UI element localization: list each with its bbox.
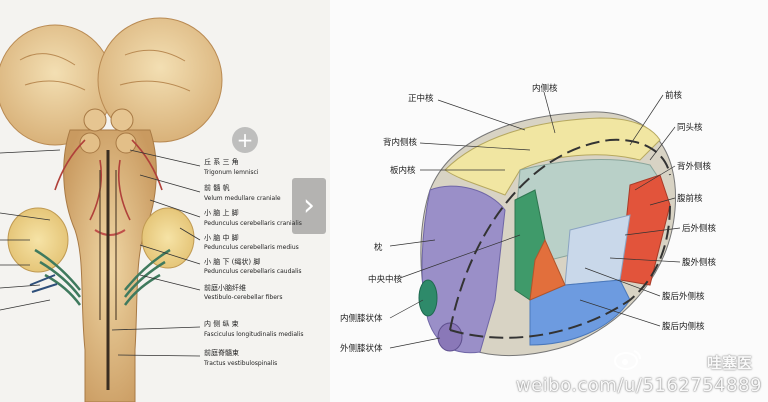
label-en-0: Trigonum lemnisci [203,169,259,176]
brainstem-body [63,129,157,402]
label-ban-nei: 板内核 [390,165,416,176]
ventral-posterior-region [529,279,631,346]
label-cn-1: 前 髓 帆 [204,183,229,192]
label-cn-3: 小 脑 中 脚 [204,233,239,242]
label-en-3: Pedunculus cerebellaris medius [204,244,299,251]
vestibular-fibers-right [123,248,171,306]
next-image-button[interactable]: › [292,178,326,234]
red-center-strip [529,238,566,301]
label-fu-wai-ce: 腹外侧核 [682,257,717,268]
anterior-nuclear-group [444,117,661,196]
label-qian: 前核 [665,90,683,101]
fourth-ventricle-vessels [94,229,126,236]
outer-lamina-dashed [449,204,671,339]
brainstem-illustration: 丘 系 三 角 Trigonum lemnisci 前 髓 帆 Velum me… [0,17,304,402]
weibo-logo-icon [614,350,641,370]
label-zhong-yang-zhong: 中央中核 [368,274,403,285]
label-cn-5: 前庭小脑纤维 [204,283,246,292]
weibo-watermark: 哇塞医 weibo.com/u/5162754889 [462,346,762,396]
label-fu-qian: 腹前核 [677,193,703,204]
label-en-4: Pedunculus cerebellaris caudalis [204,268,302,275]
label-fu-hou-nei-ce: 腹后内侧核 [662,321,705,332]
watermark-url: weibo.com/u/5162754889 [515,375,762,396]
label-zhen: 枕 [374,242,383,253]
label-bei-nei-ce: 背内侧核 [383,137,418,148]
gyri-lines [19,49,191,92]
brainstem-diagram-panel: 丘 系 三 角 Trigonum lemnisci 前 髓 帆 Velum me… [0,0,330,402]
label-nei-ce-xi-zhuang: 内侧膝状体 [340,313,383,324]
label-cn-0: 丘 系 三 角 [204,157,239,166]
brainstem-labels: 丘 系 三 角 Trigonum lemnisci 前 髓 帆 Velum me… [203,157,304,367]
thalamus-callout-lines [389,91,681,349]
watermark-username: 哇塞医 [706,354,752,372]
colliculus-left [83,108,107,132]
label-cn-2: 小 脑 上 脚 [204,208,239,217]
label-bei-wai-ce: 背外侧核 [677,161,712,172]
thalamus-labels: 正中核 内侧核 前核 背内侧核 同头核 板内核 背外侧核 腹前核 后外侧核 枕 … [340,83,717,354]
label-fu-hou-wai-ce: 腹后外侧核 [662,291,705,302]
medial-geniculate-body [418,279,438,317]
label-tong-tou: 同头核 [677,122,703,133]
label-cn-4: 小 脑 下 (绳状) 脚 [204,257,260,266]
thalamus-diagram-panel: 正中核 内侧核 前核 背内侧核 同头核 板内核 背外侧核 腹前核 后外侧核 枕 … [330,0,768,402]
label-en-5: Vestibulo-cerebellar fibers [204,294,282,301]
label-en-2: Pedunculus cerebellaris cranialis [204,220,302,227]
colliculus-right [110,108,134,132]
label-en-6: Fasciculus longitudinalis medialis [204,331,304,338]
blue-fibers [29,274,58,293]
label-cn-7: 前庭脊髓束 [204,348,239,357]
zoom-button[interactable]: + [232,127,258,153]
label-zheng-zhong: 正中核 [408,93,434,104]
right-callout-lines [111,149,201,357]
vessels [54,139,163,221]
inferior-colliculus-right [115,132,137,154]
peduncle-right [141,207,195,269]
label-nei-fu: 内侧核 [532,83,558,94]
left-callout-lines [0,149,61,311]
label-cn-6: 内 侧 纵 束 [204,319,239,328]
internal-lamina-dashed [449,138,671,331]
label-en-7: Tractus vestibulospinalis [203,360,277,367]
lateral-geniculate-body [437,322,463,352]
inferior-colliculus-left [79,132,101,154]
label-wai-ce-xi-zhuang: 外侧膝状体 [340,343,383,354]
label-en-1: Velum medullare craniale [204,195,281,202]
thalamus-illustration: 正中核 内侧核 前核 背内侧核 同头核 板内核 背外侧核 腹前核 后外侧核 枕 … [340,83,717,356]
label-hou-wai-ce: 后外侧核 [682,223,717,234]
